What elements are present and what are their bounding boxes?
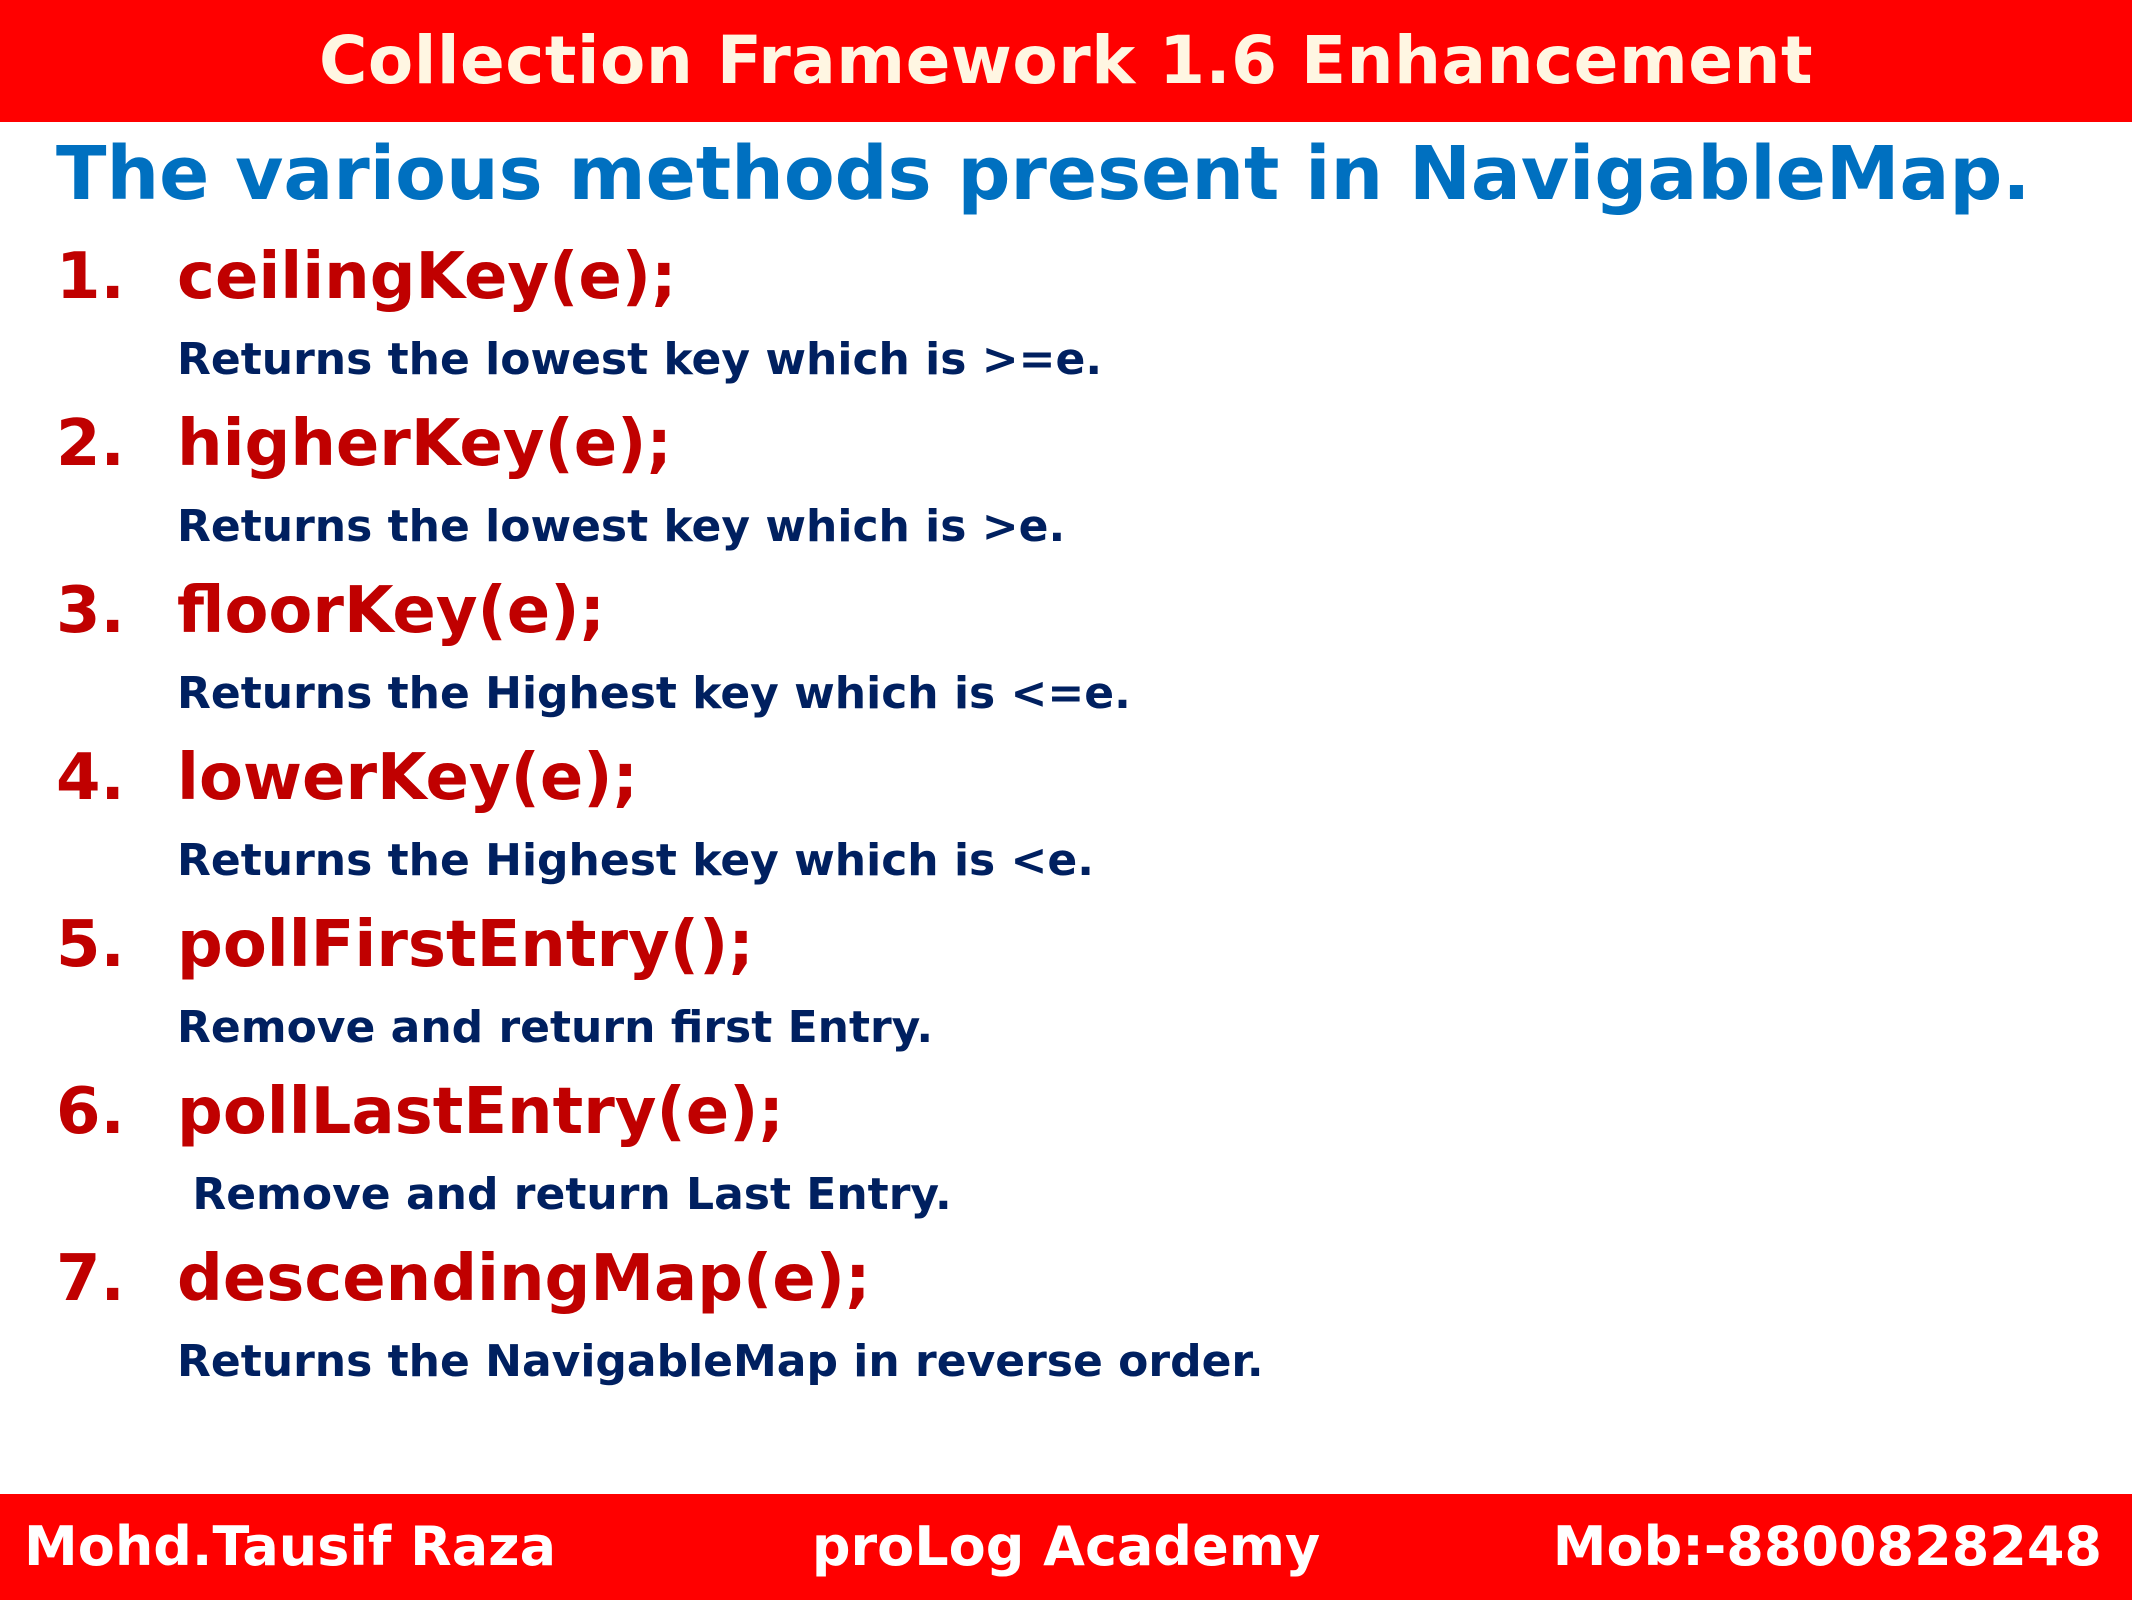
method-name: pollFirstEntry(); [177,908,754,982]
method-description: Returns the NavigableMap in reverse orde… [177,1336,1264,1387]
method-item-poll-first-entry: 5. pollFirstEntry(); Remove and return f… [56,904,2076,1071]
footer-author: Mohd.Tausif Raza [24,1515,557,1578]
method-number: 1. [56,240,125,314]
method-name: higherKey(e); [177,407,672,481]
method-number: 5. [56,908,125,982]
method-number: 4. [56,741,125,815]
method-number: 2. [56,407,125,481]
method-name: floorKey(e); [177,574,606,648]
method-item-descending-map: 7. descendingMap(e); Returns the Navigab… [56,1238,2076,1405]
top-banner: Collection Framework 1.6 Enhancement [0,0,2132,122]
method-number: 7. [56,1242,125,1316]
method-name: pollLastEntry(e); [177,1075,784,1149]
method-number: 3. [56,574,125,648]
method-item-floor-key: 3. floorKey(e); Returns the Highest key … [56,570,2076,737]
method-description: Returns the Highest key which is <=e. [177,668,1131,719]
method-name: lowerKey(e); [177,741,639,815]
footer-banner: proLog Academy Mohd.Tausif Raza Mob:-880… [0,1494,2132,1600]
method-item-higher-key: 2. higherKey(e); Returns the lowest key … [56,403,2076,570]
method-list: 1. ceilingKey(e); Returns the lowest key… [56,236,2076,1405]
footer-academy: proLog Academy [811,1515,1321,1578]
footer-mobile: Mob:-8800828248 [1552,1515,2102,1578]
method-description: Returns the lowest key which is >e. [177,501,1066,552]
method-name: ceilingKey(e); [177,240,677,314]
method-description: Returns the Highest key which is <e. [177,835,1094,886]
banner-title: Collection Framework 1.6 Enhancement [318,22,1814,99]
method-name: descendingMap(e); [177,1242,871,1316]
method-description: Remove and return first Entry. [177,1002,934,1053]
method-item-lower-key: 4. lowerKey(e); Returns the Highest key … [56,737,2076,904]
page-heading: The various methods present in Navigable… [56,131,2031,217]
method-description: Remove and return Last Entry. [177,1169,952,1220]
method-number: 6. [56,1075,125,1149]
method-description: Returns the lowest key which is >=e. [177,334,1103,385]
method-item-poll-last-entry: 6. pollLastEntry(e); Remove and return L… [56,1071,2076,1238]
method-item-ceiling-key: 1. ceilingKey(e); Returns the lowest key… [56,236,2076,403]
